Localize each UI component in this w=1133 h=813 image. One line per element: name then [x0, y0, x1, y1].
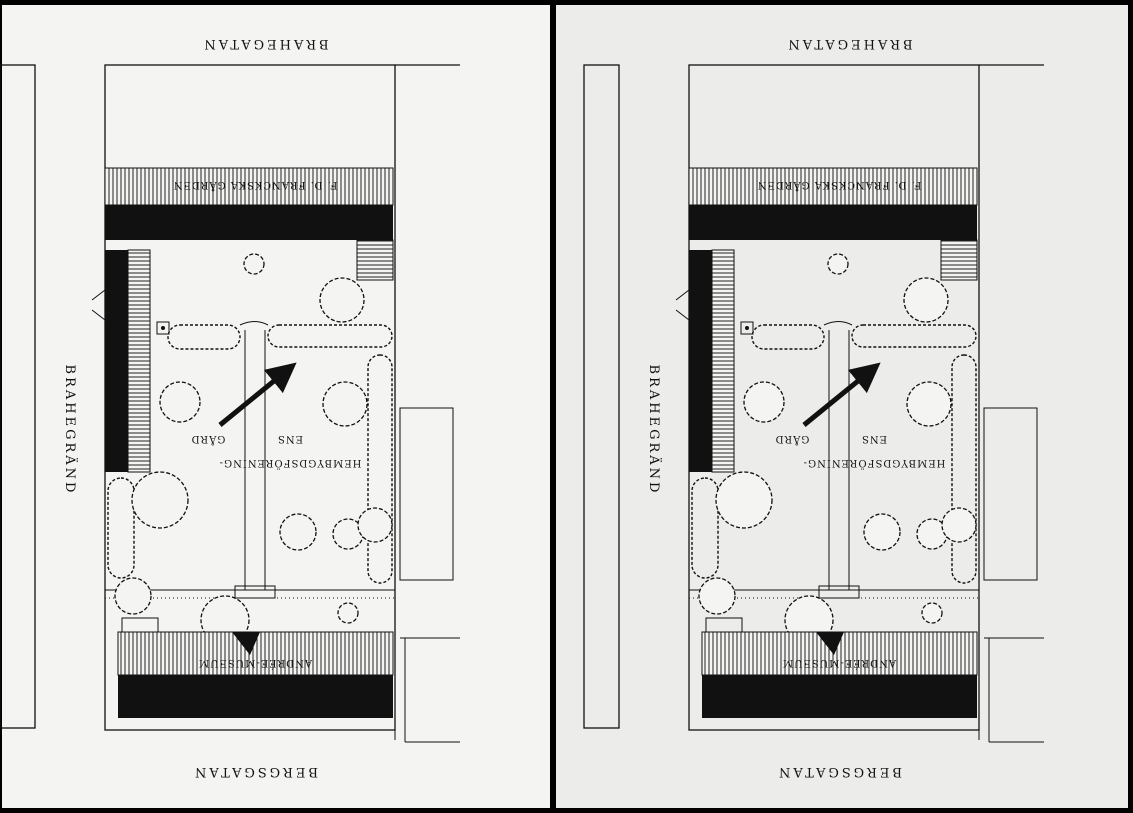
shed [356, 239, 394, 281]
hedge [167, 324, 241, 350]
label-yard-1: HEMBYGDSFÖRENING- [803, 457, 946, 469]
label-yard-3: GÅRD [775, 433, 810, 445]
neighbor-building [983, 407, 1038, 581]
site-plan-panel: F. D. FRANCKSKA GÅRDEN [0, 36, 460, 779]
hedge [951, 354, 977, 584]
hedge [367, 354, 393, 584]
label-street-top: BRAHEGATAN [201, 36, 328, 51]
building-museum-dark [118, 675, 393, 718]
site-plan-panel: F. D. FRANCKSKA GÅRDEN [583, 36, 1044, 779]
label-building-bottom: ANDRÉE-MUSEUM [198, 657, 313, 669]
building-franckska-dark [105, 205, 393, 240]
shed [940, 239, 978, 281]
side-building [711, 249, 735, 473]
label-yard-1: HEMBYGDSFÖRENING- [219, 457, 362, 469]
side-building [127, 249, 151, 473]
neighbor-strip [0, 64, 36, 729]
side-building-dark [105, 250, 128, 472]
label-street-bottom: BERGSGATAN [776, 764, 902, 779]
label-building-bottom: ANDRÉE-MUSEUM [782, 657, 897, 669]
label-building-top: F. D. FRANCKSKA GÅRDEN [173, 179, 337, 191]
neighbor-strip [583, 64, 620, 729]
label-street-bottom: BERGSGATAN [192, 764, 318, 779]
hedge [851, 324, 977, 348]
neighbor-building [399, 407, 454, 581]
label-street-side: BRAHEGRÄND [646, 365, 663, 496]
hedge [691, 477, 719, 579]
side-building-dark [689, 250, 712, 472]
label-yard-2: ENS [277, 433, 303, 444]
label-street-top: BRAHEGATAN [785, 36, 912, 51]
label-yard-2: ENS [861, 433, 887, 444]
building-franckska-dark [689, 205, 977, 240]
direction-arrow [218, 362, 297, 427]
hedge [267, 324, 393, 348]
hedge [751, 324, 825, 350]
label-street-side: BRAHEGRÄND [62, 365, 79, 496]
label-building-top: F. D. FRANCKSKA GÅRDEN [757, 179, 921, 191]
building-museum-dark [702, 675, 977, 718]
hedge [107, 477, 135, 579]
label-yard-3: GÅRD [191, 433, 226, 445]
direction-arrow [802, 362, 881, 427]
